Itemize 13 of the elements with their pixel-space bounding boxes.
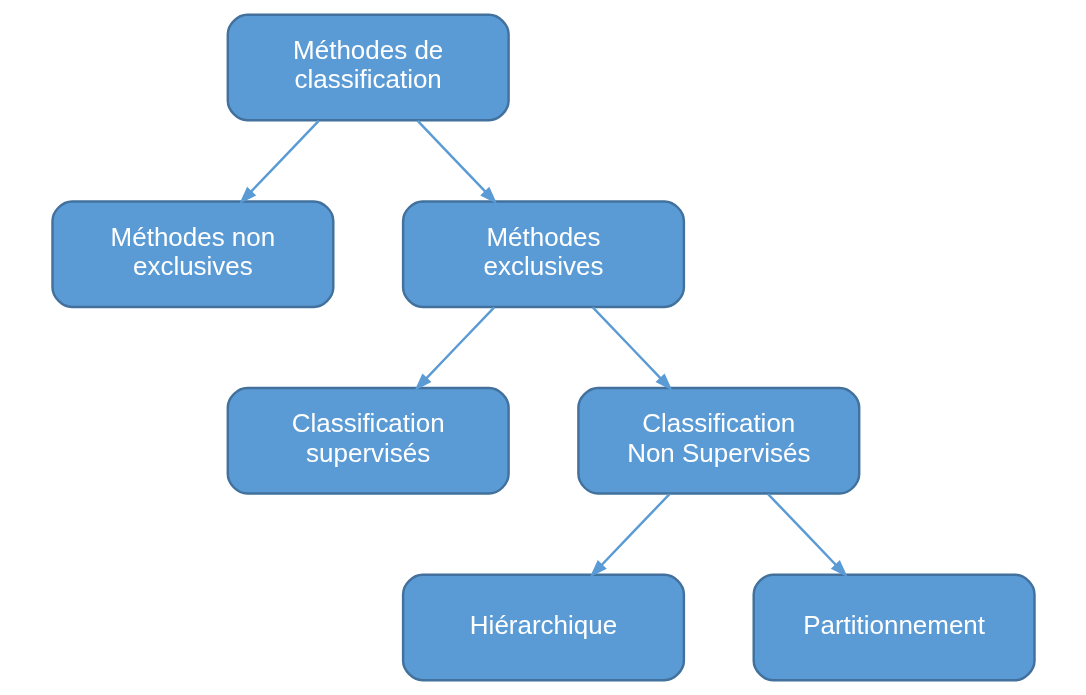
arrow	[238, 119, 320, 204]
node-box: Méthodes non exclusives	[50, 200, 334, 309]
node-box: Méthodes de classification	[226, 13, 510, 122]
node-box: Méthodes exclusives	[401, 200, 685, 309]
node-box: Partitionnement	[752, 573, 1036, 682]
node-box: Classification Non Supervisés	[576, 386, 860, 495]
arrow	[766, 493, 848, 578]
arrow	[591, 306, 672, 391]
arrow	[416, 119, 497, 204]
node-box: Classification supervisés	[226, 386, 510, 495]
arrow	[414, 306, 495, 391]
arrow	[589, 493, 670, 578]
node-box: Hiérarchique	[401, 573, 685, 682]
